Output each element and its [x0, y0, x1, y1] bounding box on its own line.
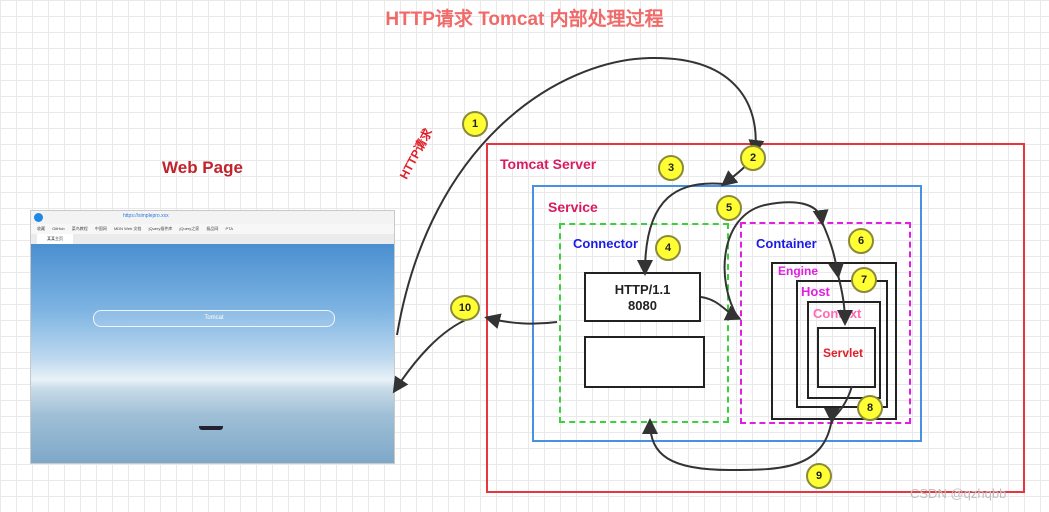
arrow-step-9: [642, 417, 833, 472]
bookmark-item: 极品网: [206, 226, 219, 231]
boat-icon: [199, 426, 223, 430]
bookmark-item: 中国网: [94, 226, 107, 231]
step-badge-10: 10: [450, 295, 480, 321]
bookmark-item: jQuery之家: [179, 226, 200, 231]
bookmark-item: jQuery插件库: [148, 226, 173, 231]
browser-tab: 某某主页: [37, 234, 73, 244]
arrow-step-7: [836, 274, 853, 326]
servlet-label: Servlet: [823, 346, 864, 360]
arrow-step-3: [637, 182, 725, 276]
step-badge-4: 4: [655, 235, 681, 261]
step-badge-8: 8: [857, 395, 883, 421]
step-badge-2: 2: [740, 145, 766, 171]
arrow-step-5: [723, 201, 829, 319]
browser-url: https://simplepro.xxx: [123, 213, 169, 219]
browser-bookmarks-bar: 收藏 GitHub 菜鸟教程 中国网 MDN Web 文档 jQuery插件库 …: [31, 224, 394, 234]
bookmark-item: PTA: [225, 226, 233, 231]
arrow-step-1: [396, 56, 765, 336]
arrow-step-6: [821, 221, 845, 279]
bookmark-item: GitHub: [52, 226, 65, 231]
host-label: Host: [801, 284, 830, 299]
empty-connector-box: [584, 336, 705, 388]
http-protocol-label: HTTP/1.1: [614, 282, 671, 297]
browser-search-box: Tomcat: [93, 310, 335, 327]
diagram-title: HTTP请求 Tomcat 内部处理过程: [385, 9, 664, 30]
container-label: Container: [756, 236, 817, 251]
connector-label: Connector: [573, 236, 638, 251]
watermark: CSDN @qzhqbb: [910, 486, 1007, 501]
browser-screenshot: https://simplepro.xxx 收藏 GitHub 菜鸟教程 中国网…: [30, 210, 395, 464]
http-port-label: 8080: [628, 298, 657, 313]
web-page-label: Web Page: [162, 158, 243, 177]
bookmark-item: 收藏: [37, 226, 45, 231]
step-badge-5: 5: [716, 195, 742, 221]
arrow-step-4: [700, 296, 742, 321]
arrow-step-8: [824, 385, 853, 424]
step-badge-1: 1: [462, 111, 488, 137]
browser-tab-bar: 某某主页: [31, 234, 394, 244]
servlet-box: [817, 327, 876, 388]
service-label: Service: [548, 199, 598, 215]
engine-label: Engine: [778, 264, 819, 278]
step-badge-6: 6: [848, 228, 874, 254]
browser-page-content: Tomcat: [31, 244, 394, 463]
step-badge-7: 7: [851, 267, 877, 293]
tomcat-server-label: Tomcat Server: [500, 156, 597, 172]
browser-logo-icon: [34, 213, 43, 222]
step-badge-3: 3: [658, 155, 684, 181]
browser-toolbar: https://simplepro.xxx: [31, 211, 394, 224]
bookmark-item: MDN Web 文档: [113, 226, 142, 231]
bookmark-item: 菜鸟教程: [71, 226, 88, 231]
arrow-step-10a: [484, 313, 558, 329]
arrow-step-10b: [392, 317, 471, 394]
step-badge-9: 9: [806, 463, 832, 489]
